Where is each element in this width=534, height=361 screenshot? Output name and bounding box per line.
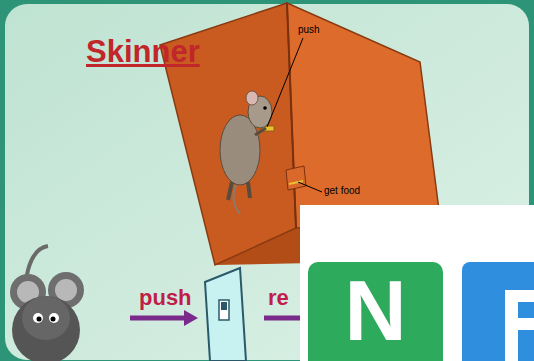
app-icon <box>462 262 534 361</box>
leader-line <box>298 182 322 192</box>
step-label: push <box>139 287 192 309</box>
rat <box>220 91 272 214</box>
cartoon-mouse <box>10 246 84 361</box>
switch-symbol <box>205 268 246 361</box>
flow-arrow <box>130 310 198 326</box>
slide-title: Skinner <box>86 36 200 67</box>
icon-letter: N <box>344 267 406 353</box>
callout-label: get food <box>324 186 360 196</box>
food-tray <box>286 166 306 190</box>
app-icon: N <box>308 262 443 361</box>
flow-arrow <box>264 318 300 319</box>
step-label: re <box>268 287 289 309</box>
app-icon-glyph <box>505 290 534 361</box>
callout-label: push <box>298 25 320 35</box>
leader-line <box>267 38 303 127</box>
